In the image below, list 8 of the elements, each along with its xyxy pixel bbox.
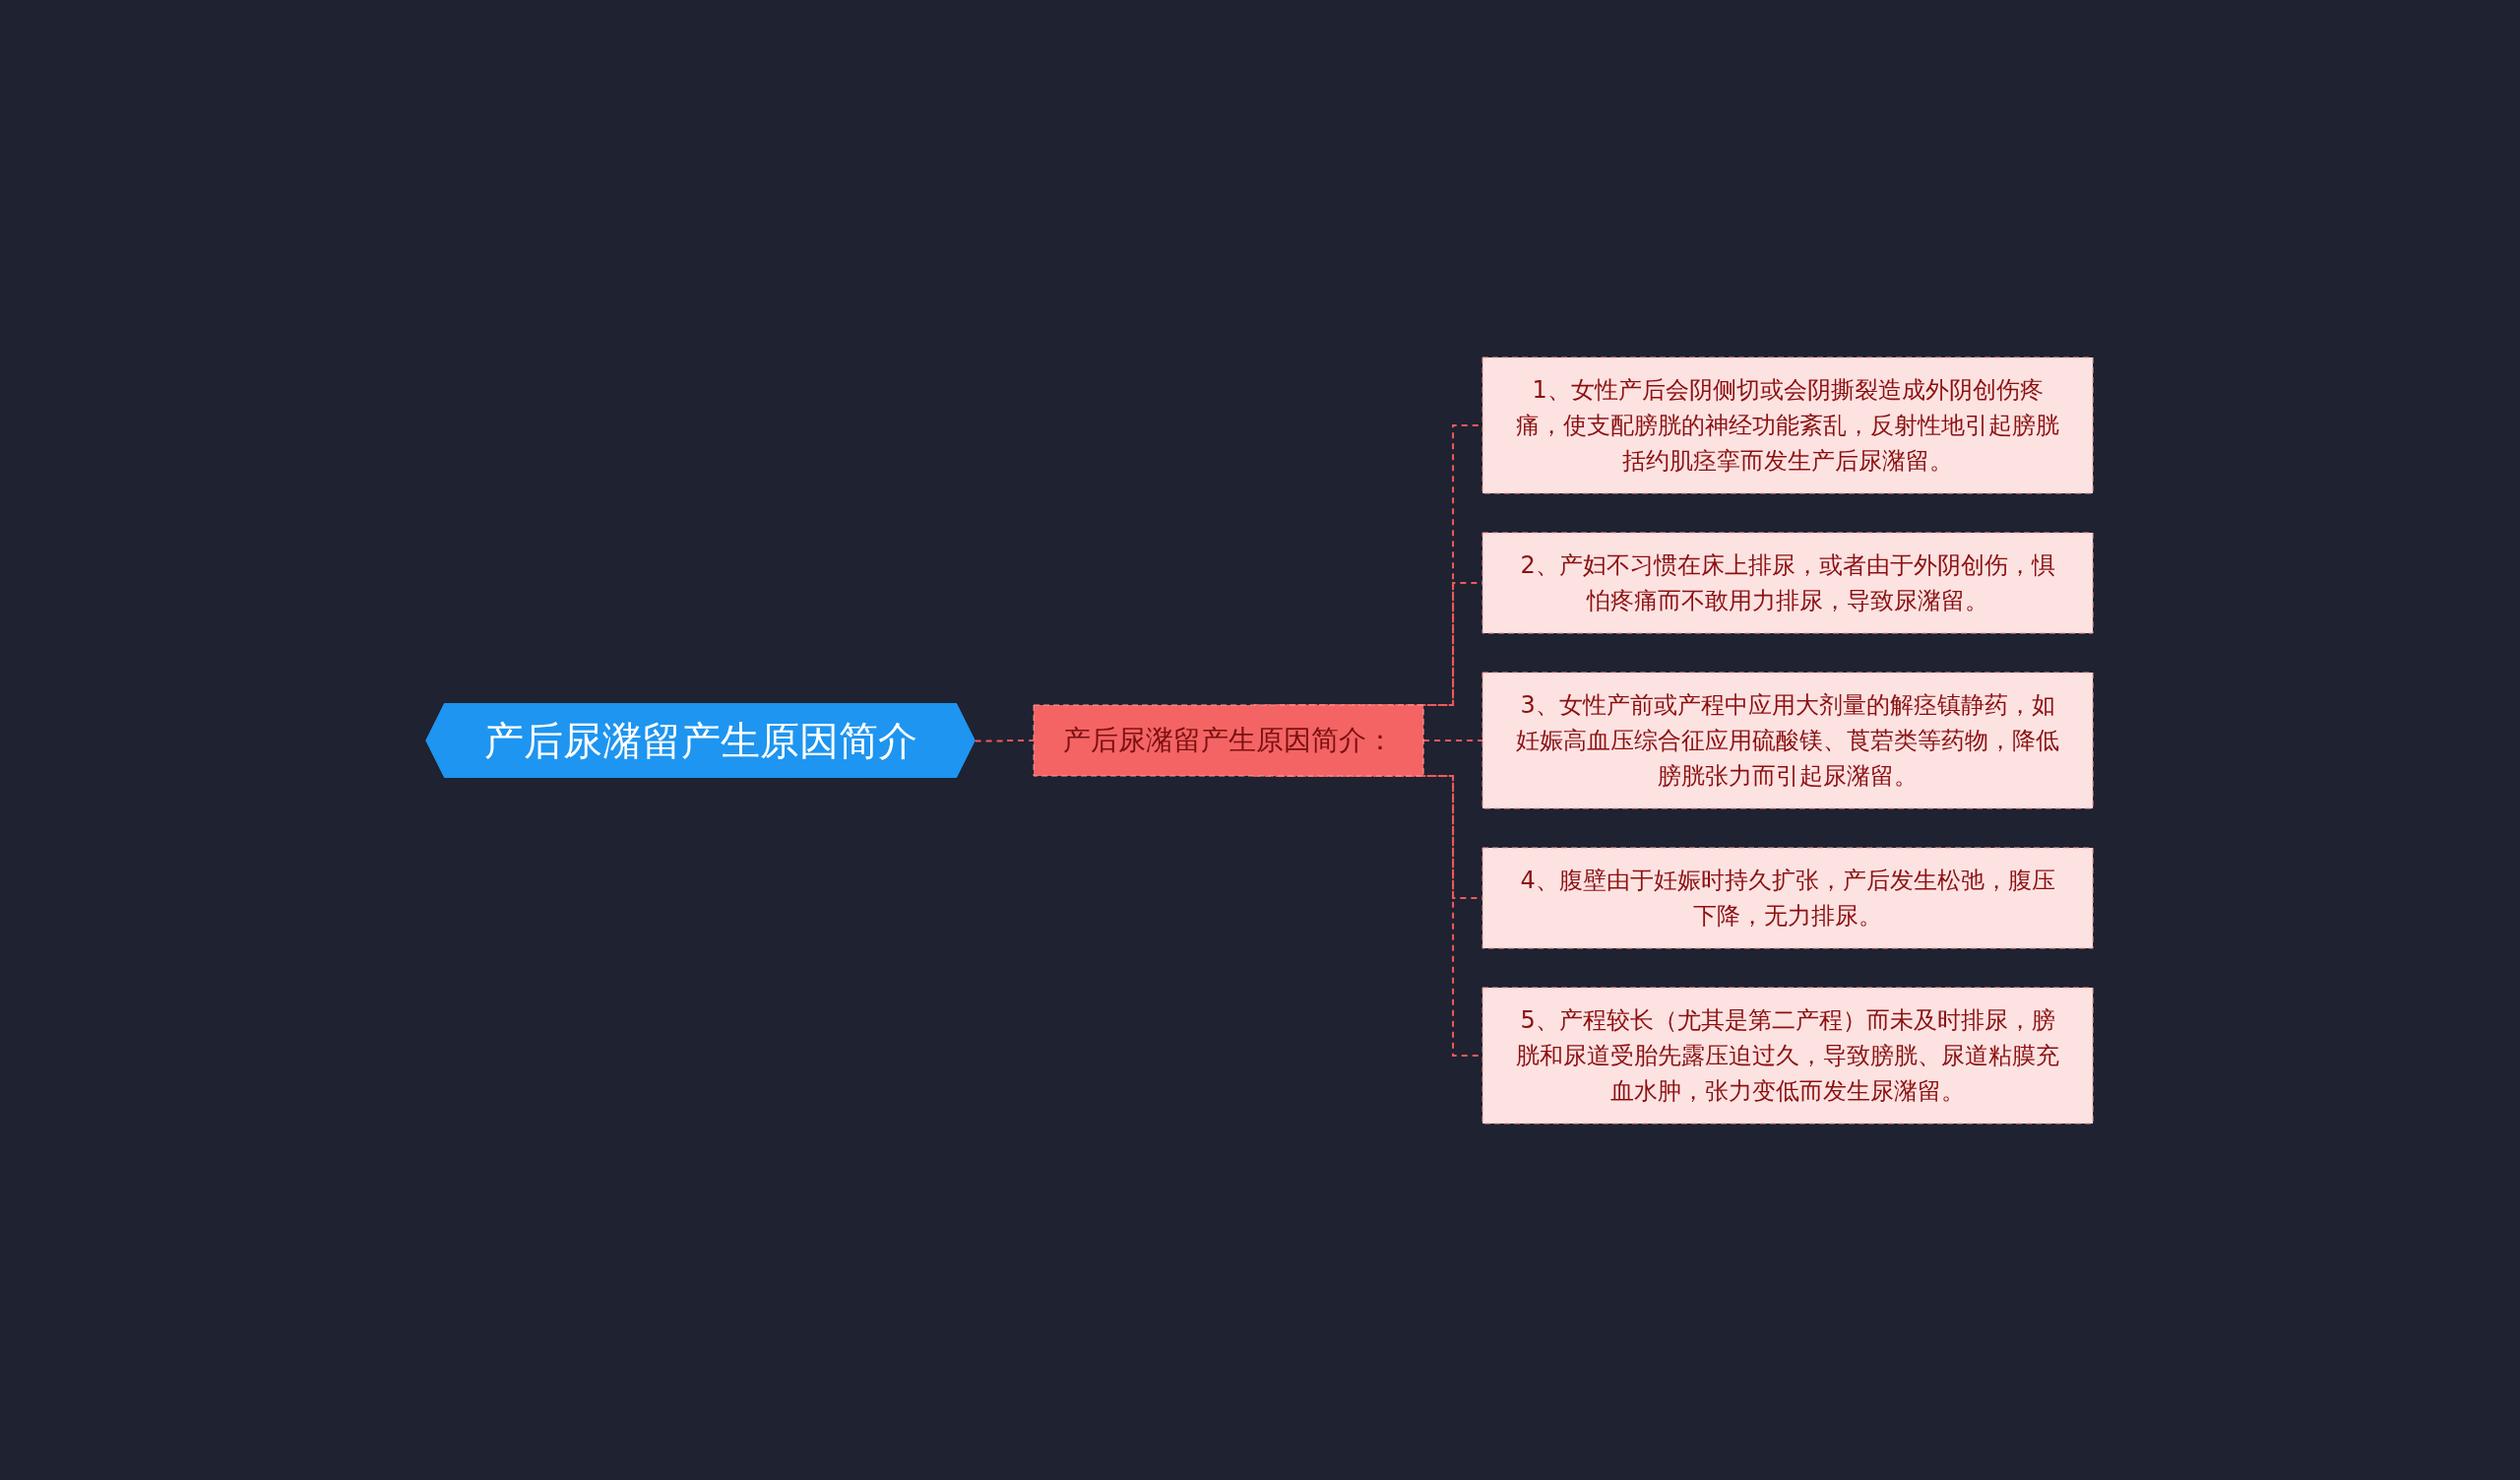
connector xyxy=(975,739,1036,741)
node-box: 3、女性产前或产程中应用大剂量的解痉镇静药，如妊娠高血压综合征应用硫酸镁、莨菪类等药物，降低膀胱张力而引起尿潴留。 xyxy=(1482,672,2094,808)
node-box: 2、产妇不习惯在床上排尿，或者由于外阴创伤，惧怕疼痛而不敢用力排尿，导致尿潴留。 xyxy=(1482,532,2094,633)
node-box: 产后尿潴留产生原因简介： xyxy=(1034,704,1425,776)
connector xyxy=(1422,739,1484,741)
node-box: 1、女性产后会阴侧切或会阴撕裂造成外阴创伤疼痛，使支配膀胱的神经功能紊乱，反射性地引起膀胱括约肌痉挛而发生产后尿潴留。 xyxy=(1482,356,2094,493)
node-box: 5、产程较长（尤其是第二产程）而未及时排尿，膀胱和尿道受胎先露压迫过久，导致膀胱、尿道粘膜充血水肿，张力变低而发生尿潴留。 xyxy=(1482,987,2094,1124)
node-box: 4、腹壁由于妊娠时持久扩张，产后发生松弛，腹压下降，无力排尿。 xyxy=(1482,847,2094,948)
